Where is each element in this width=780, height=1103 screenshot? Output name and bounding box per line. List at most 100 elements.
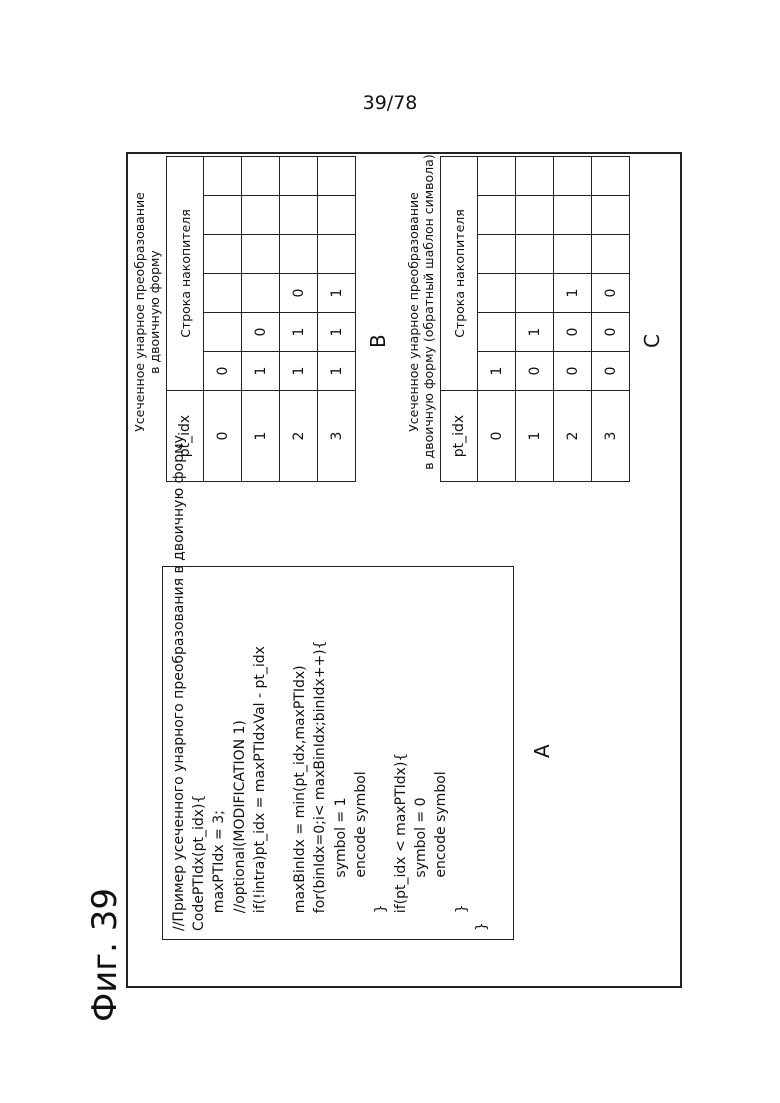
bin-cell xyxy=(318,196,356,235)
code-listing-box: //Пример усеченного унарного преобразова… xyxy=(162,566,514,940)
bin-cell: 1 xyxy=(554,274,592,313)
bin-cell xyxy=(592,235,630,274)
table-c-header-row: pt_idx Строка накопителя xyxy=(441,157,478,482)
code-line: } xyxy=(371,435,391,931)
bin-cell xyxy=(204,196,242,235)
page-number: 39/78 xyxy=(0,92,780,114)
bin-cell xyxy=(280,235,318,274)
code-line: //Пример усеченного унарного преобразова… xyxy=(169,435,189,931)
pt-idx-cell: 0 xyxy=(204,391,242,482)
bin-cell xyxy=(516,157,554,196)
bin-cell xyxy=(478,235,516,274)
bin-cell xyxy=(516,196,554,235)
bin-cell: 1 xyxy=(280,352,318,391)
bin-cell: 1 xyxy=(318,274,356,313)
table-b: pt_idx Строка накопителя 0011021103111 xyxy=(166,156,356,482)
bin-cell xyxy=(280,157,318,196)
code-line: } xyxy=(472,435,492,931)
table-row: 101 xyxy=(516,157,554,482)
bin-cell: 0 xyxy=(204,352,242,391)
pt-idx-cell: 2 xyxy=(554,391,592,482)
bin-cell xyxy=(242,157,280,196)
bin-cell xyxy=(204,313,242,352)
code-line: //optional(MODIFICATION 1) xyxy=(230,435,250,931)
table-row: 01 xyxy=(478,157,516,482)
bin-cell xyxy=(478,313,516,352)
bin-cell: 1 xyxy=(242,352,280,391)
bin-cell: 1 xyxy=(478,352,516,391)
pt-idx-cell: 3 xyxy=(592,391,630,482)
table-b-caption-line2: в двоичную форму xyxy=(147,142,162,482)
figure-content: //Пример усеченного унарного преобразова… xyxy=(128,154,680,986)
bin-cell xyxy=(242,274,280,313)
table-c-header-pt: pt_idx xyxy=(441,391,478,482)
bin-cell xyxy=(280,196,318,235)
table-c: pt_idx Строка накопителя 0110120013000 xyxy=(440,156,630,482)
bin-cell: 0 xyxy=(242,313,280,352)
bin-cell: 1 xyxy=(516,313,554,352)
pt-idx-cell: 2 xyxy=(280,391,318,482)
bin-cell xyxy=(204,274,242,313)
bin-cell xyxy=(516,274,554,313)
table-c-caption-line2: в двоичную форму (обратный шаблон символ… xyxy=(421,142,436,482)
label-c: C xyxy=(640,334,664,348)
label-a: A xyxy=(530,744,554,758)
code-line: CodePTIdx(pt_idx){ xyxy=(189,435,209,931)
code-line: if(pt_idx < maxPTIdx){ xyxy=(391,435,411,931)
bin-cell xyxy=(318,157,356,196)
code-line: for(binIdx=0;i< maxBinIdx;binIdx++){ xyxy=(310,435,330,931)
table-b-header-row: pt_idx Строка накопителя xyxy=(167,157,204,482)
bin-cell xyxy=(242,196,280,235)
bin-cell: 0 xyxy=(554,313,592,352)
bin-cell: 0 xyxy=(592,352,630,391)
table-b-caption: Усеченное унарное преобразование в двоич… xyxy=(132,142,162,482)
table-row: 110 xyxy=(242,157,280,482)
code-line xyxy=(270,435,290,931)
bin-cell: 0 xyxy=(554,352,592,391)
bin-cell xyxy=(204,157,242,196)
bin-cell: 1 xyxy=(280,313,318,352)
table-row: 3111 xyxy=(318,157,356,482)
table-row: 3000 xyxy=(592,157,630,482)
bin-cell: 0 xyxy=(592,274,630,313)
code-line: maxPTIdx = 3; xyxy=(209,435,229,931)
bin-cell xyxy=(242,235,280,274)
bin-cell xyxy=(592,157,630,196)
code-listing: //Пример усеченного унарного преобразова… xyxy=(169,435,492,931)
bin-cell: 0 xyxy=(280,274,318,313)
figure-title: Фиг. 39 xyxy=(85,888,125,1022)
table-row: 2001 xyxy=(554,157,592,482)
code-line: } xyxy=(452,435,472,931)
figure-frame: //Пример усеченного унарного преобразова… xyxy=(126,152,682,988)
table-b-header-pt: pt_idx xyxy=(167,391,204,482)
code-line: symbol = 1 xyxy=(331,435,351,931)
code-line: symbol = 0 xyxy=(411,435,431,931)
table-b-header-bins: Строка накопителя xyxy=(167,157,204,391)
table-c-caption: Усеченное унарное преобразование в двоич… xyxy=(406,142,436,482)
pt-idx-cell: 3 xyxy=(318,391,356,482)
pt-idx-cell: 1 xyxy=(516,391,554,482)
code-line: encode symbol xyxy=(431,435,451,931)
bin-cell: 0 xyxy=(516,352,554,391)
bin-cell xyxy=(478,196,516,235)
table-row: 2110 xyxy=(280,157,318,482)
bin-cell xyxy=(318,235,356,274)
code-line: if(!intra)pt_idx = maxPTIdxVal - pt_idx xyxy=(250,435,270,931)
pt-idx-cell: 0 xyxy=(478,391,516,482)
bin-cell xyxy=(554,196,592,235)
pt-idx-cell: 1 xyxy=(242,391,280,482)
table-c-header-bins: Строка накопителя xyxy=(441,157,478,391)
code-line: maxBinIdx = min(pt_idx,maxPTIdx) xyxy=(290,435,310,931)
bin-cell xyxy=(516,235,554,274)
bin-cell: 1 xyxy=(318,352,356,391)
table-b-caption-line1: Усеченное унарное преобразование xyxy=(132,142,147,482)
table-c-caption-line1: Усеченное унарное преобразование xyxy=(406,142,421,482)
bin-cell: 0 xyxy=(592,313,630,352)
bin-cell: 1 xyxy=(318,313,356,352)
bin-cell xyxy=(592,196,630,235)
code-line: encode symbol xyxy=(351,435,371,931)
table-row: 00 xyxy=(204,157,242,482)
bin-cell xyxy=(554,157,592,196)
label-b: B xyxy=(366,334,390,348)
bin-cell xyxy=(478,274,516,313)
